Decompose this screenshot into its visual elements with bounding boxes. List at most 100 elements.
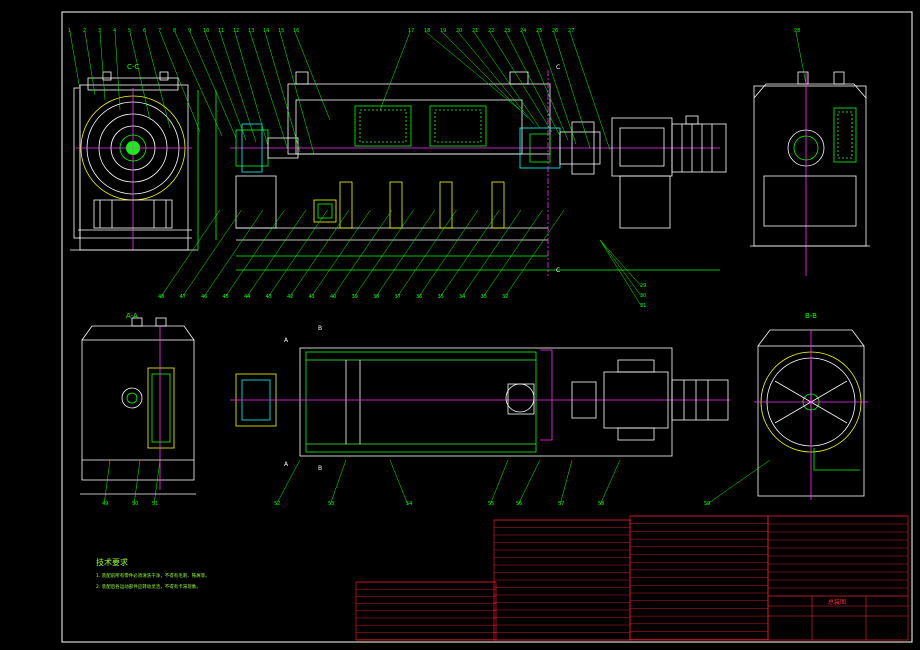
callout-39: 39 bbox=[352, 294, 358, 300]
callout-45: 45 bbox=[223, 294, 229, 300]
callout-3: 3 bbox=[98, 28, 101, 34]
view-bb-label: B-B bbox=[805, 312, 817, 320]
callout-6: 6 bbox=[143, 28, 146, 34]
leader-lines bbox=[69, 31, 807, 506]
drawing-frame bbox=[61, 11, 913, 643]
callout-28-leader bbox=[795, 31, 807, 85]
callout-18: 18 bbox=[424, 28, 430, 34]
callout-4-leader bbox=[114, 31, 121, 111]
technical-requirement-1: 1. 装配前所有零件必须清洗干净，不得有毛刺、铁屑等。 bbox=[96, 574, 210, 579]
callout-52: 52 bbox=[274, 501, 280, 507]
view-cc-label: C-C bbox=[127, 63, 139, 71]
callout-25-leader bbox=[537, 31, 577, 145]
callout-22-leader bbox=[489, 31, 553, 133]
section-c-bottom: C bbox=[556, 267, 560, 274]
callout-55: 55 bbox=[488, 501, 494, 507]
callout-59: 59 bbox=[704, 501, 710, 507]
callout-37: 37 bbox=[395, 294, 401, 300]
callout-26-leader bbox=[553, 31, 591, 149]
callout-17: 17 bbox=[408, 28, 414, 34]
callout-1-leader bbox=[69, 31, 81, 91]
callout-2: 2 bbox=[83, 28, 86, 34]
callout-24: 24 bbox=[520, 28, 526, 34]
callout-31: 31 bbox=[640, 303, 646, 309]
callout-47-leader bbox=[181, 209, 242, 299]
callout-19-leader bbox=[441, 31, 529, 119]
callout-36-leader bbox=[417, 209, 479, 299]
callout-15: 15 bbox=[278, 28, 284, 34]
callout-44-leader bbox=[245, 209, 307, 299]
view-bb: B-B bbox=[754, 312, 868, 500]
section-b-lower: B bbox=[318, 465, 322, 472]
callout-41: 41 bbox=[309, 294, 315, 300]
callout-11-leader bbox=[219, 31, 257, 143]
callout-43: 43 bbox=[266, 294, 272, 300]
callout-48-leader bbox=[159, 209, 221, 299]
callout-54-leader bbox=[389, 459, 409, 506]
callout-35-leader bbox=[439, 209, 500, 299]
section-a-upper: A bbox=[284, 337, 289, 344]
callout-5: 5 bbox=[128, 28, 131, 34]
callout-57-leader bbox=[559, 459, 573, 506]
callout-32: 32 bbox=[502, 294, 508, 300]
callout-17-leader bbox=[379, 31, 411, 111]
callout-25: 25 bbox=[536, 28, 542, 34]
callout-43-leader bbox=[267, 209, 328, 299]
section-a-lower: A bbox=[284, 461, 289, 468]
callout-12-leader bbox=[234, 31, 269, 147]
callout-38: 38 bbox=[373, 294, 379, 300]
callout-24-leader bbox=[521, 31, 569, 141]
callout-16-leader bbox=[294, 31, 331, 121]
parts-table-rows bbox=[356, 515, 908, 641]
callout-3-leader bbox=[99, 31, 106, 101]
callout-48: 48 bbox=[158, 294, 164, 300]
callout-18-leader bbox=[425, 31, 521, 111]
callout-35: 35 bbox=[438, 294, 444, 300]
view-cc: C-C bbox=[70, 63, 217, 251]
callout-33: 33 bbox=[481, 294, 487, 300]
technical-requirements-title: 技术要求 bbox=[96, 558, 128, 567]
callout-44: 44 bbox=[244, 294, 250, 300]
callout-20: 20 bbox=[456, 28, 462, 34]
callout-2-leader bbox=[84, 31, 96, 96]
callout-8-leader bbox=[174, 31, 223, 137]
callout-49: 49 bbox=[102, 501, 108, 507]
callout-42-leader bbox=[288, 209, 350, 299]
callout-52-leader bbox=[275, 459, 301, 506]
callout-12: 12 bbox=[233, 28, 239, 34]
callout-34-leader bbox=[460, 209, 522, 299]
view-right-side bbox=[750, 71, 870, 276]
callout-42: 42 bbox=[287, 294, 293, 300]
view-aa: A-A bbox=[80, 312, 196, 495]
callout-51: 51 bbox=[152, 501, 158, 507]
callout-51-leader bbox=[153, 459, 161, 506]
callout-26: 26 bbox=[552, 28, 558, 34]
callout-41-leader bbox=[310, 209, 371, 299]
callout-53-leader bbox=[329, 459, 347, 506]
callout-7: 7 bbox=[158, 28, 161, 34]
callout-46: 46 bbox=[201, 294, 207, 300]
callout-56: 56 bbox=[516, 501, 522, 507]
callout-38-leader bbox=[374, 209, 436, 299]
callout-34: 34 bbox=[459, 294, 465, 300]
callout-29: 29 bbox=[640, 283, 646, 289]
callout-10-leader bbox=[204, 31, 247, 141]
callout-4: 4 bbox=[113, 28, 116, 34]
callout-33-leader bbox=[482, 209, 543, 299]
callout-11: 11 bbox=[218, 28, 224, 34]
callout-9: 9 bbox=[188, 28, 191, 34]
callout-37-leader bbox=[396, 209, 457, 299]
callout-49-leader bbox=[103, 459, 111, 506]
callout-47: 47 bbox=[180, 294, 186, 300]
callout-32-leader bbox=[503, 209, 565, 299]
callout-19: 19 bbox=[440, 28, 446, 34]
callout-14: 14 bbox=[263, 28, 269, 34]
callout-16: 16 bbox=[293, 28, 299, 34]
callout-53: 53 bbox=[328, 501, 334, 507]
view-aa-label: A-A bbox=[126, 312, 138, 320]
callout-15-leader bbox=[279, 31, 315, 155]
callout-30: 30 bbox=[640, 293, 646, 299]
section-b-upper: B bbox=[318, 325, 322, 332]
